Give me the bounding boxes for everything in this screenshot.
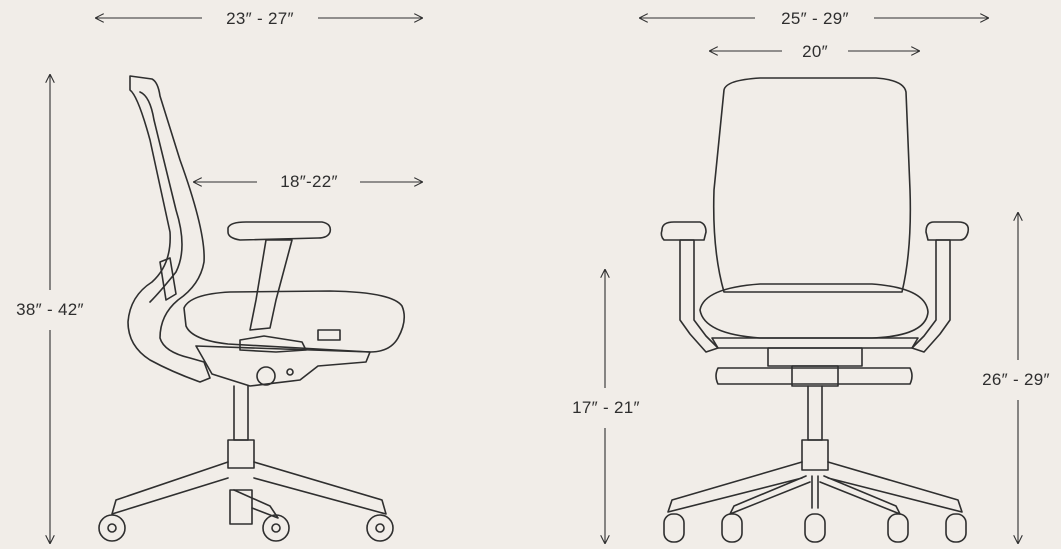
front-left-armrest-post bbox=[679, 239, 719, 353]
side-caster-right-hub bbox=[375, 523, 385, 533]
side-caster-middle-hub bbox=[271, 523, 281, 533]
side-cylinder-bottom bbox=[229, 489, 253, 525]
front-back-width-label: 20″ bbox=[798, 42, 832, 62]
front-mechanism-block bbox=[791, 365, 839, 387]
side-depth-label: 23″ - 27″ bbox=[222, 9, 298, 29]
side-backrest bbox=[127, 75, 211, 383]
front-seat-cushion bbox=[699, 283, 929, 339]
front-gas-cylinder bbox=[807, 385, 823, 441]
side-armrest-post bbox=[249, 239, 293, 331]
front-left-armrest-pad bbox=[660, 221, 707, 241]
side-seat-mechanism bbox=[195, 345, 371, 387]
side-gas-cylinder bbox=[233, 385, 249, 441]
side-caster-middle bbox=[262, 514, 290, 542]
front-right-armrest-pad bbox=[925, 221, 970, 241]
side-caster-right bbox=[366, 514, 394, 542]
chair-side-view bbox=[98, 75, 406, 542]
front-backrest bbox=[712, 77, 912, 293]
side-seat-depth-label: 18″-22″ bbox=[276, 172, 342, 192]
side-seat-cushion bbox=[183, 290, 406, 353]
side-armrest-pad bbox=[227, 221, 332, 241]
front-right-armrest-post bbox=[911, 239, 951, 353]
front-cylinder-housing bbox=[801, 439, 829, 471]
side-height-label: 38″ - 42″ bbox=[12, 300, 88, 320]
front-lever-bar bbox=[715, 367, 913, 385]
side-tilt-knob-small bbox=[286, 368, 294, 376]
front-seat-base bbox=[711, 337, 919, 349]
side-lever-box bbox=[317, 329, 341, 341]
side-base-right-leg bbox=[253, 461, 387, 515]
chair-front-view bbox=[660, 77, 970, 543]
side-backrest-inner bbox=[139, 91, 183, 303]
side-base-front-leg bbox=[233, 489, 279, 519]
front-base-legs bbox=[667, 461, 963, 515]
side-base-left-leg bbox=[111, 461, 229, 515]
front-arm-height-label: 26″ - 29″ bbox=[978, 370, 1054, 390]
side-lumbar bbox=[159, 257, 177, 301]
front-width-label: 25″ - 29″ bbox=[777, 9, 853, 29]
side-caster-left-hub bbox=[107, 523, 117, 533]
front-casters bbox=[663, 513, 967, 543]
side-cylinder-housing bbox=[227, 439, 255, 469]
side-tilt-knob bbox=[256, 366, 276, 386]
front-seat-height-label: 17″ - 21″ bbox=[568, 398, 644, 418]
front-mechanism bbox=[767, 347, 863, 367]
side-caster-left bbox=[98, 514, 126, 542]
side-lever bbox=[239, 335, 307, 353]
